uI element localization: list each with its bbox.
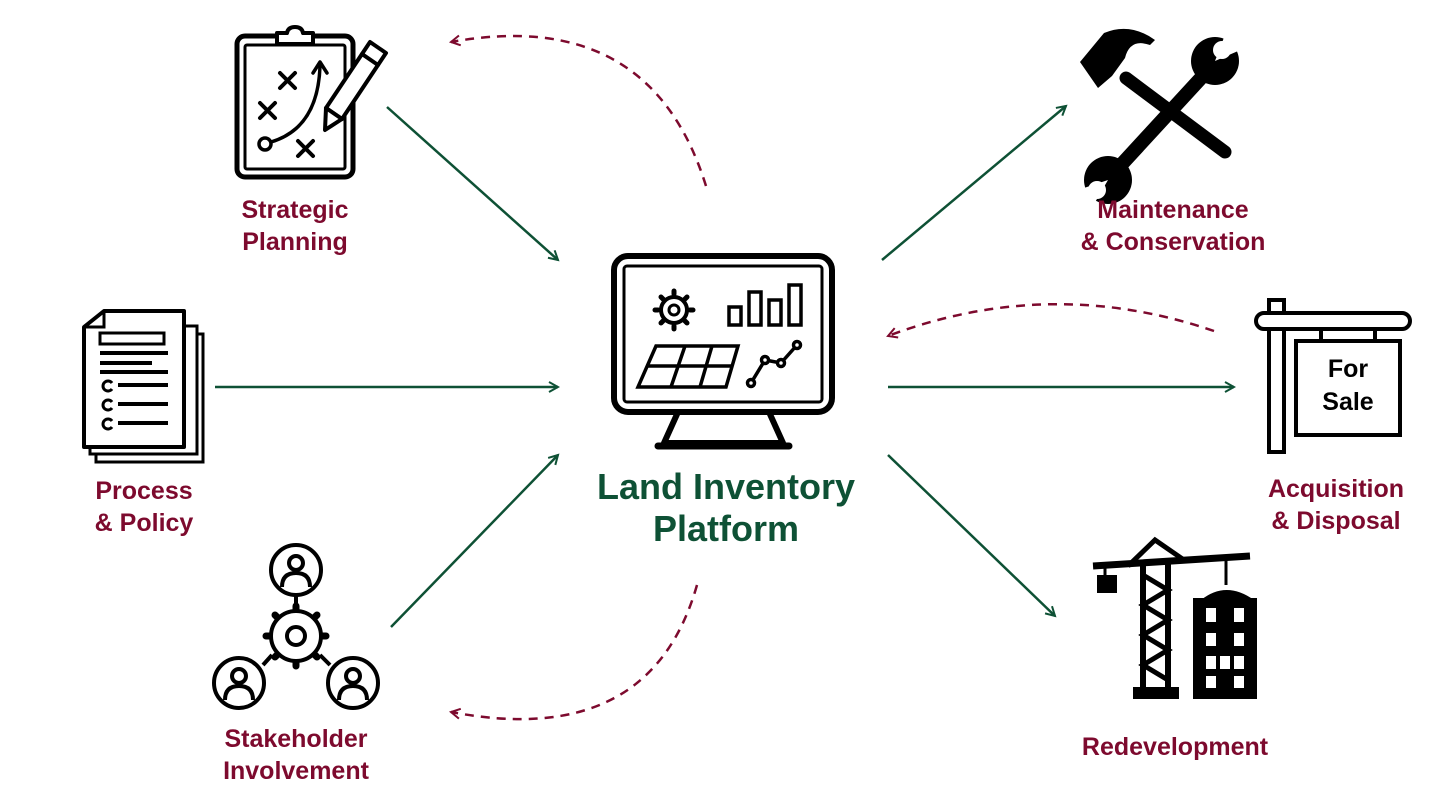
arrow-platform-to-redevelopment [887, 454, 1055, 616]
for-sale-line2: Sale [1322, 388, 1374, 416]
process-policy-line1: Process [95, 477, 193, 505]
grid-table-icon [635, 344, 741, 389]
stakeholder-involvement-line1: Stakeholder [224, 725, 368, 753]
maintenance-conservation-line2: & Conservation [1080, 228, 1266, 256]
acquisition-disposal-line1: Acquisition [1267, 475, 1405, 503]
feedback-arrow-from-acquisition [888, 302, 1215, 336]
process-policy-label: Process & Policy [44, 475, 244, 539]
center-title-line1: Land Inventory [596, 466, 856, 507]
person-icon [212, 656, 266, 710]
arrow-stakeholder-to-platform [390, 455, 558, 628]
hammer-wrench-icon [1078, 27, 1245, 211]
arrow-platform-to-maintenance [881, 106, 1066, 261]
feedback-arrow-to-strategic [451, 36, 708, 187]
for-sale-sign-icon [1254, 298, 1412, 454]
redevelopment-line1: Redevelopment [1081, 733, 1269, 761]
clipboard-strategy-icon [234, 25, 388, 180]
strategic-planning-line1: Strategic [241, 196, 349, 224]
bar-chart-icon [727, 283, 803, 327]
stakeholder-network-icon [212, 543, 380, 710]
strategic-planning-line2: Planning [242, 228, 348, 256]
line-graph-icon [745, 339, 803, 389]
acquisition-disposal-label: Acquisition & Disposal [1236, 473, 1436, 537]
maintenance-conservation-label: Maintenance & Conservation [1053, 194, 1293, 258]
acquisition-disposal-line2: & Disposal [1271, 507, 1401, 535]
stakeholder-involvement-label: Stakeholder Involvement [176, 723, 416, 787]
process-policy-line2: & Policy [94, 509, 194, 537]
redevelopment-label: Redevelopment [1055, 731, 1295, 763]
center-platform-title: Land Inventory Platform [560, 466, 892, 550]
construction-crane-icon [1092, 536, 1257, 699]
person-icon [269, 543, 323, 597]
center-title-line2: Platform [652, 508, 800, 549]
stakeholder-involvement-line2: Involvement [223, 757, 369, 785]
computer-monitor-dashboard-icon [611, 253, 835, 450]
feedback-arrow-to-stakeholder [451, 584, 699, 721]
arrow-strategic-to-platform [386, 106, 558, 260]
person-icon [326, 656, 380, 710]
documents-checklist-icon [82, 309, 205, 464]
for-sale-sign-text: For Sale [1298, 353, 1398, 419]
gear-icon [652, 288, 696, 332]
maintenance-conservation-line1: Maintenance [1097, 196, 1249, 224]
strategic-planning-label: Strategic Planning [195, 194, 395, 258]
for-sale-line1: For [1327, 355, 1369, 383]
